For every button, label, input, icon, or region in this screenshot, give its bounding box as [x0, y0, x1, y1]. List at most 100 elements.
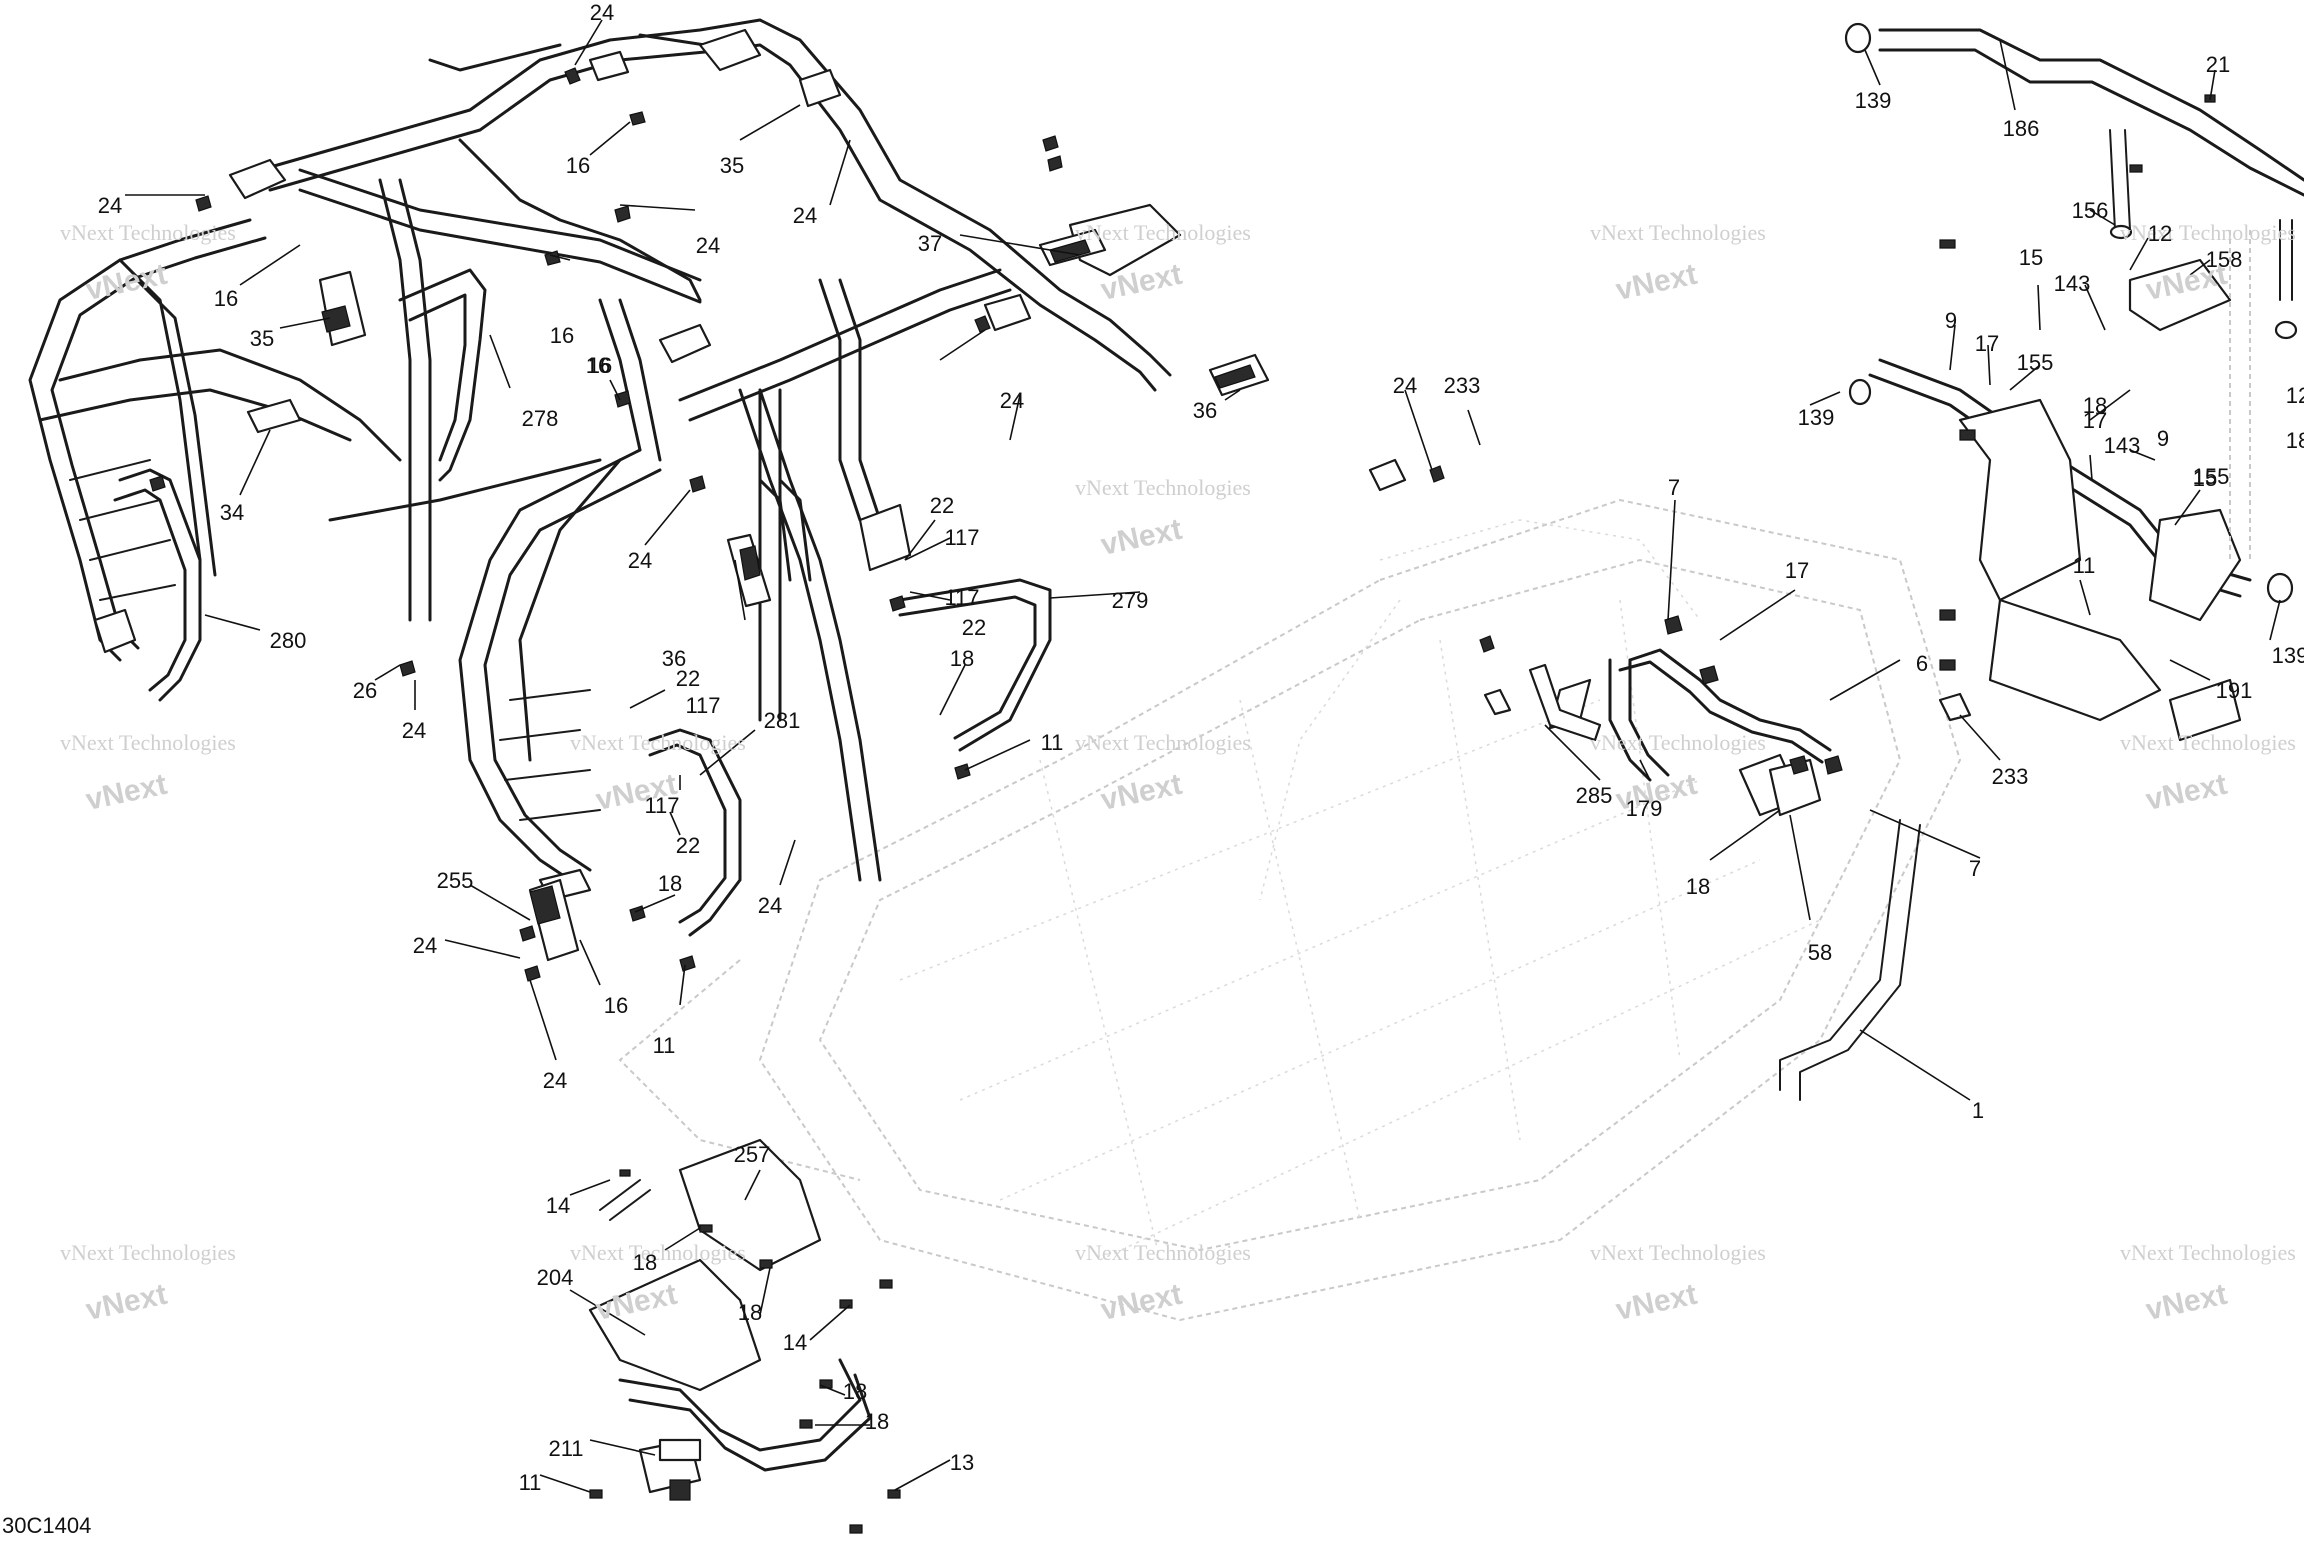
callout-c18g: 18 — [843, 1379, 867, 1404]
callout-c257: 257 — [734, 1142, 771, 1167]
callout-c9a: 9 — [1945, 308, 1957, 333]
callout-c139b: 139 — [1798, 405, 1835, 430]
svg-text:vNext: vNext — [83, 768, 170, 817]
callout-c143a: 143 — [2054, 271, 2091, 296]
callout-c158: 158 — [2206, 247, 2243, 272]
grab-bars — [113, 268, 1052, 937]
brackets-and-plates — [246, 68, 1802, 962]
callout-c16c: 16 — [588, 353, 612, 378]
callout-c18e: 18 — [633, 1250, 657, 1275]
callout-c24k: 24 — [543, 1068, 567, 1093]
callout-c17c: 17 — [1785, 558, 1809, 583]
callout-c16d: 16 — [550, 323, 574, 348]
callout-c17b: 17 — [2083, 408, 2107, 433]
callout-c18c: 18 — [2083, 393, 2107, 418]
callout-c117c: 117 — [685, 693, 720, 718]
callout-c34: 34 — [220, 500, 244, 525]
callout-c117d: 117 — [644, 793, 679, 818]
svg-text:vNext: vNext — [1098, 768, 1185, 817]
callout-c35b: 35 — [250, 326, 274, 351]
callout-c12b: 12 — [2286, 383, 2304, 408]
svg-text:vNext Technologies: vNext Technologies — [1590, 220, 1766, 245]
callout-c36a: 36 — [1193, 398, 1217, 423]
callout-c24g: 24 — [1393, 373, 1417, 398]
callout-c156: 156 — [2072, 198, 2109, 223]
svg-text:vNext Technologies: vNext Technologies — [1075, 475, 1251, 500]
svg-text:vNext: vNext — [83, 1278, 170, 1327]
callout-c191: 191 — [2216, 678, 2253, 703]
frame-rail-part-1 — [1779, 819, 1921, 1101]
callout-c17a: 17 — [1975, 331, 1999, 356]
callout-c139c: 139 — [2272, 643, 2304, 668]
main-frame-ghost — [618, 498, 1962, 1322]
svg-text:vNext Technologies: vNext Technologies — [1075, 1240, 1251, 1265]
callout-c117a: 117 — [944, 525, 979, 550]
watermarks: vNext Technologies vNext vNext Technologie… — [60, 220, 2296, 1327]
callout-c204: 204 — [537, 1265, 574, 1290]
callout-c37: 37 — [918, 231, 942, 256]
callout-c9b: 9 — [2157, 426, 2169, 451]
callout-c36b: 36 — [662, 646, 686, 671]
callout-c16f: 16 — [604, 993, 628, 1018]
callout-c18a: 18 — [950, 646, 974, 671]
callout-c211: 211 — [548, 1436, 583, 1461]
callout-c16b: 16 — [214, 286, 238, 311]
front-bumper-assembly — [1844, 22, 2304, 742]
callout-c24h: 24 — [402, 718, 426, 743]
svg-text:vNext: vNext — [1613, 1278, 1700, 1327]
callout-c22d: 22 — [676, 833, 700, 858]
svg-text:vNext Technologies: vNext Technologies — [1075, 220, 1251, 245]
roll-cage-assembly — [28, 18, 1407, 902]
watermark-stamp: vNext Technologies vNext — [60, 1240, 236, 1327]
callout-c186: 186 — [2003, 116, 2040, 141]
callout-c278: 278 — [522, 406, 559, 431]
callout-c24f: 24 — [628, 548, 652, 573]
callout-c285: 285 — [1576, 783, 1613, 808]
callout-c14b: 14 — [783, 1330, 807, 1355]
callout-c280: 280 — [270, 628, 307, 653]
callout-c6: 6 — [1916, 651, 1928, 676]
svg-text:vNext Technologies: vNext Technologies — [60, 1240, 236, 1265]
callout-c143b: 143 — [2104, 433, 2141, 458]
callout-c155a: 155 — [2017, 350, 2054, 375]
svg-text:vNext Technologies: vNext Technologies — [1590, 730, 1766, 755]
callout-c15b: 15 — [2193, 466, 2217, 491]
callout-c18d: 18 — [1686, 874, 1710, 899]
callout-c11d: 11 — [519, 1470, 542, 1495]
callout-c255: 255 — [437, 868, 474, 893]
callout-c14a: 14 — [546, 1193, 570, 1218]
callout-c179: 179 — [1626, 796, 1663, 821]
callout-c281: 281 — [764, 708, 801, 733]
svg-text:vNext: vNext — [1098, 1278, 1185, 1327]
callout-c16e: 16 — [586, 353, 610, 378]
svg-text:vNext: vNext — [1613, 258, 1700, 307]
svg-text:vNext Technologies: vNext Technologies — [2120, 1240, 2296, 1265]
svg-text:vNext: vNext — [1098, 513, 1185, 562]
callout-c24e: 24 — [1000, 388, 1024, 413]
rear-support-assembly — [1483, 615, 1972, 817]
callout-c15a: 15 — [2019, 245, 2043, 270]
svg-text:vNext Technologies: vNext Technologies — [2120, 220, 2296, 245]
callout-c22c: 22 — [676, 666, 700, 691]
callout-c58: 58 — [1808, 940, 1832, 965]
callout-c18f: 18 — [738, 1300, 762, 1325]
callout-c13: 13 — [950, 1450, 974, 1475]
callout-c233b: 233 — [1992, 764, 2029, 789]
callout-c24j: 24 — [413, 933, 437, 958]
watermark-stamp: vNext Technologies vNext — [1075, 475, 1251, 562]
callout-c18i: 18 — [2286, 428, 2304, 453]
svg-text:vNext Technologies: vNext Technologies — [570, 1240, 746, 1265]
callout-c1: 1 — [1972, 1098, 1984, 1123]
svg-text:vNext Technologies: vNext Technologies — [60, 220, 236, 245]
callout-c16a: 16 — [566, 153, 590, 178]
callout-c155b: 155 — [2193, 464, 2230, 489]
watermark-stamp: vNext Technologies vNext — [1590, 220, 1766, 307]
svg-text:vNext Technologies: vNext Technologies — [1590, 1240, 1766, 1265]
figure-code: 30C1404 — [2, 1513, 91, 1536]
